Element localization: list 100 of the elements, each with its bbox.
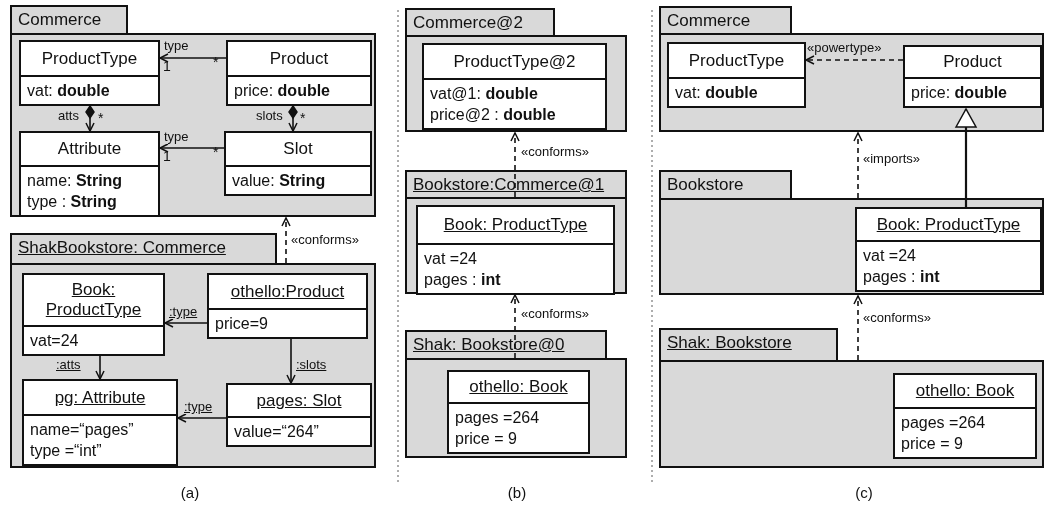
attribute-text: vat: double <box>27 82 110 99</box>
class-box <box>226 40 372 106</box>
package-tab: Commerce <box>10 5 128 35</box>
package <box>405 170 627 294</box>
edge-label: «conforms» <box>862 310 932 325</box>
attribute-text: price = 9 <box>901 435 963 452</box>
edge-label: atts <box>57 108 80 123</box>
package <box>659 170 1044 295</box>
class-name: Book: ProductType <box>44 280 143 320</box>
class-box <box>226 383 372 447</box>
class-name: Book: ProductType <box>443 215 588 235</box>
dependency-arrow <box>510 132 520 198</box>
attribute-text: name=“pages” <box>30 421 134 438</box>
attribute-text: type : String <box>27 193 117 210</box>
multiplicity-label: * <box>212 145 220 160</box>
edge-label: :type <box>183 399 214 414</box>
class-box <box>19 131 160 217</box>
edge-label: «conforms» <box>520 306 590 321</box>
edge-label: «imports» <box>862 151 922 166</box>
attribute-text: type =“int” <box>30 442 102 459</box>
class-name: othello:Product <box>230 281 345 302</box>
package-tab: Bookstore:Commerce@1 <box>405 170 627 199</box>
package-tab: Commerce <box>659 6 792 35</box>
edge-label: type <box>163 38 190 53</box>
dependency-arrow <box>281 217 291 264</box>
package-tab: Shak: Bookstore <box>659 328 838 362</box>
association-arrow <box>95 355 105 380</box>
class-box <box>422 43 607 130</box>
class-box <box>22 379 178 466</box>
attribute-text: pages : int <box>863 268 940 285</box>
association-arrow <box>164 318 208 328</box>
composition-arrow <box>288 105 298 132</box>
class-box <box>416 205 615 295</box>
attribute-text: price: double <box>911 84 1007 101</box>
association-arrow <box>286 338 296 384</box>
class-name: ProductType <box>688 50 785 71</box>
class-name: ProductType@2 <box>453 51 576 72</box>
attribute-text: value=“264” <box>234 423 319 440</box>
association-arrow <box>159 53 227 63</box>
attribute-text: price=9 <box>215 315 268 332</box>
package <box>405 330 627 458</box>
class-box <box>207 273 368 339</box>
attribute-text: name: String <box>27 172 123 189</box>
class-name: pages: Slot <box>256 390 342 411</box>
attribute-text: vat =24 <box>863 247 916 264</box>
edge-label: «conforms» <box>290 232 360 247</box>
panel-caption: (a) <box>180 484 200 501</box>
class-name: Slot <box>283 139 313 159</box>
class-box <box>224 131 372 196</box>
multiplicity-label: * <box>299 111 307 126</box>
package <box>659 328 1044 468</box>
package <box>405 8 627 132</box>
attribute-text: vat: double <box>675 84 758 101</box>
multiplicity-label: * <box>212 55 220 70</box>
class-box <box>22 273 165 356</box>
dependency-arrow <box>805 55 904 65</box>
class-box <box>19 40 160 106</box>
class-box <box>447 370 590 454</box>
class-name: Product <box>943 52 1002 72</box>
edge-label: :slots <box>295 357 328 372</box>
class-box <box>903 45 1042 108</box>
attribute-text: price@2 : double <box>430 106 556 123</box>
attribute-text: pages =264 <box>901 414 986 431</box>
package-tab: ShakBookstore: Commerce <box>10 233 277 265</box>
attribute-text: vat =24 <box>424 250 477 267</box>
package-tab: Shak: Bookstore@0 <box>405 330 607 360</box>
edge-label: type <box>163 129 190 144</box>
attribute-text: vat@1: double <box>430 85 538 102</box>
class-name: Book: ProductType <box>876 214 1021 235</box>
generalization-arrow <box>955 108 977 207</box>
class-name: Attribute <box>57 139 122 159</box>
edge-label: slots <box>255 108 284 123</box>
panel-caption: (c) <box>855 484 873 501</box>
class-name: pg: Attribute <box>54 387 146 408</box>
multiplicity-label: * <box>97 111 105 126</box>
class-name: othello: Book <box>469 377 568 397</box>
panel-caption: (b) <box>507 484 527 501</box>
class-name: othello: Book <box>915 381 1015 401</box>
dependency-arrow <box>853 295 863 361</box>
dependency-arrow <box>510 294 520 359</box>
edge-label: «powertype» <box>806 40 883 55</box>
attribute-text: price: double <box>234 82 330 99</box>
class-name: Product <box>269 48 329 69</box>
attribute-text: value: String <box>232 172 326 189</box>
association-arrow <box>159 143 225 153</box>
package-tab: Bookstore <box>659 170 792 200</box>
attribute-text: pages : int <box>424 271 501 288</box>
composition-arrow <box>85 105 95 132</box>
class-box <box>667 42 806 108</box>
edge-label: «conforms» <box>520 144 590 159</box>
association-arrow <box>177 413 227 423</box>
package-tab: Commerce@2 <box>405 8 555 37</box>
edge-label: :type <box>168 304 199 319</box>
attribute-text: price = 9 <box>455 430 517 447</box>
attribute-text: pages =264 <box>455 409 540 426</box>
edge-label: :atts <box>55 357 82 372</box>
attribute-text: vat=24 <box>30 332 79 349</box>
class-box <box>855 207 1042 292</box>
package <box>659 6 1044 132</box>
class-box <box>893 373 1037 459</box>
